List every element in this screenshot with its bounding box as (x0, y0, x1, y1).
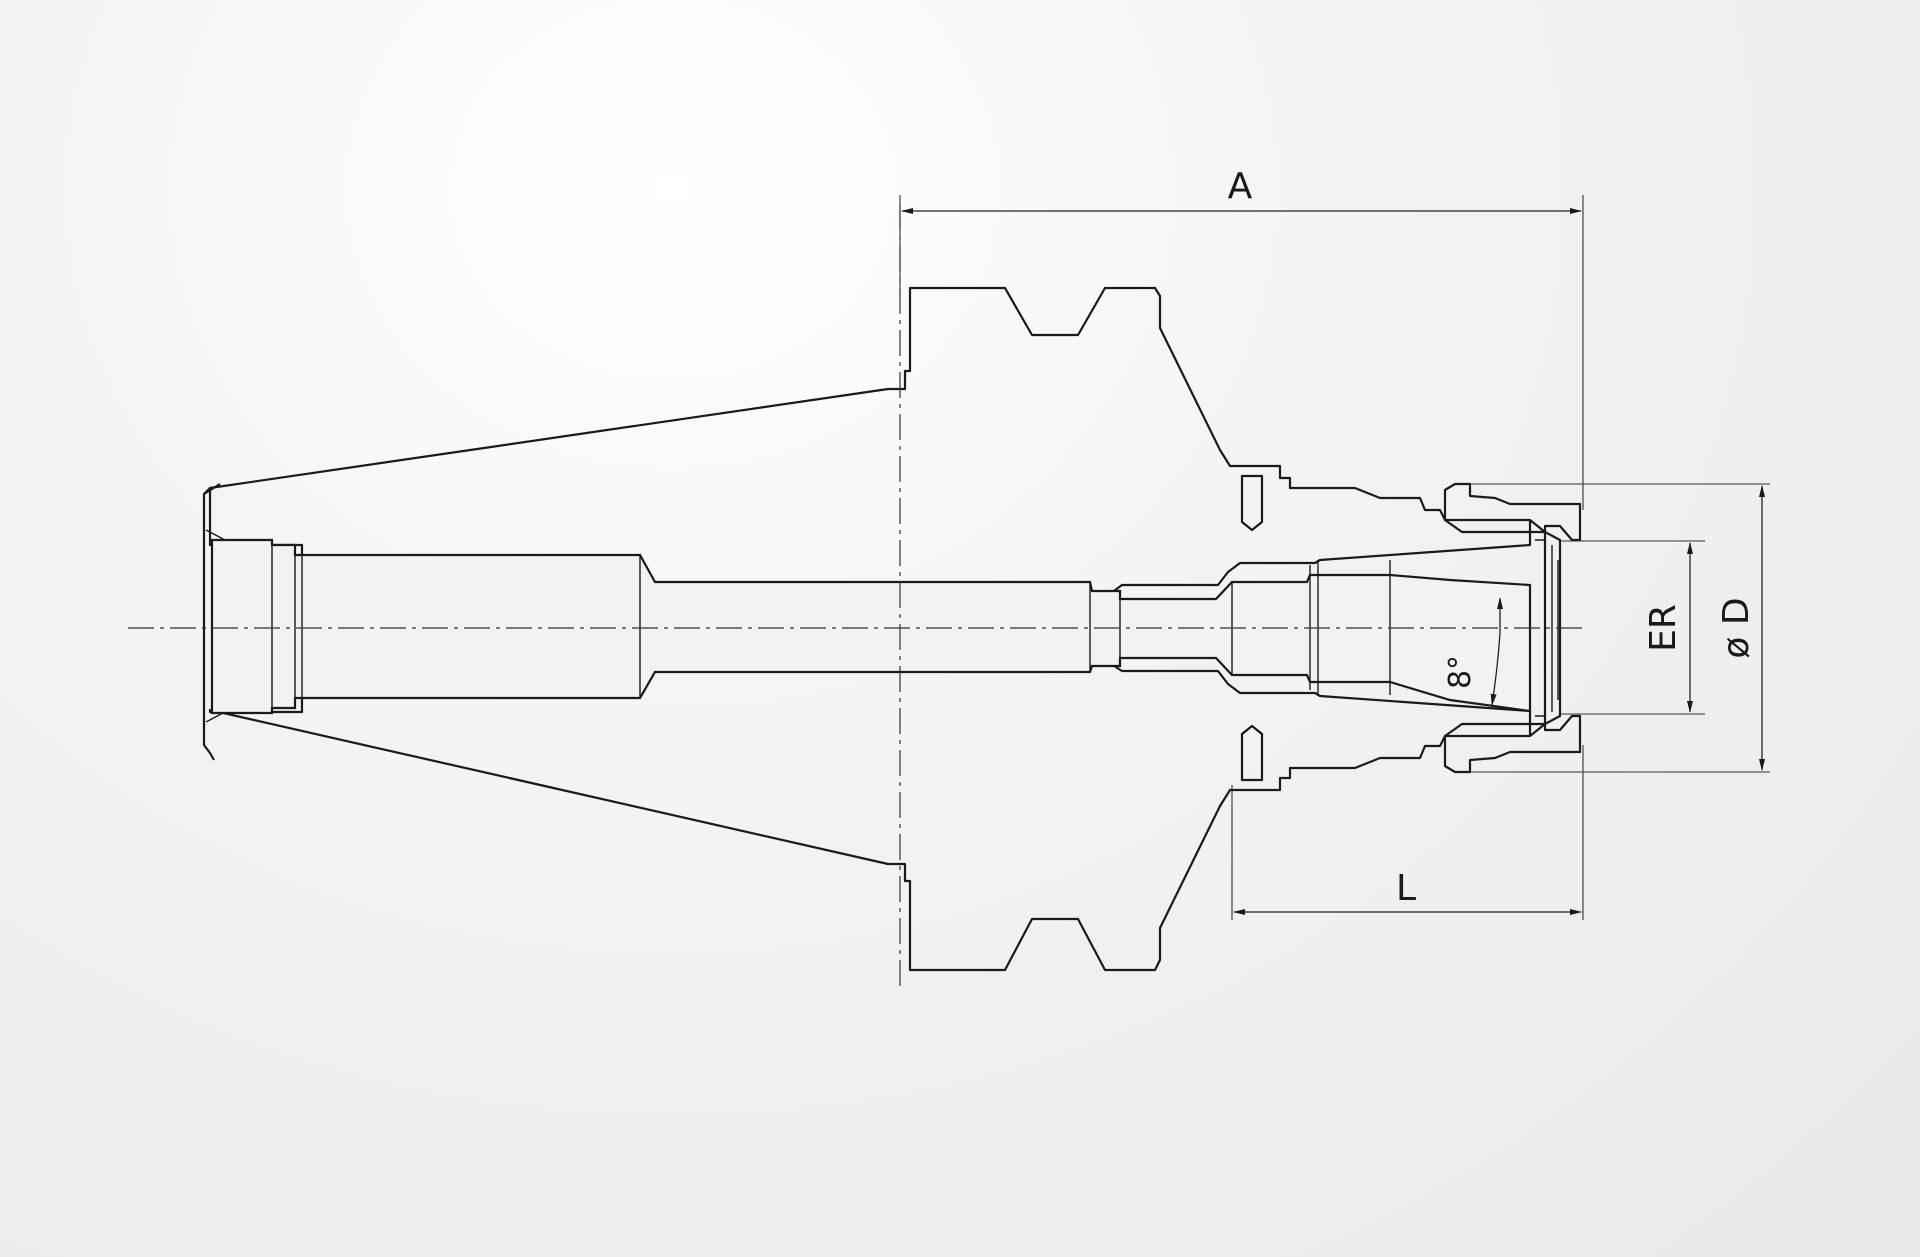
collet-nut-upper (1443, 482, 1582, 542)
cone-angle: 8° (1443, 597, 1503, 706)
dimension-er-label: ER (1643, 604, 1684, 652)
bore-cavity (210, 538, 1532, 715)
dimension-d-label: ø D (1716, 597, 1757, 658)
dimension-d: ø D (1470, 483, 1770, 773)
dimension-a-label: A (1228, 166, 1253, 207)
set-screw-bottom (1240, 724, 1264, 782)
collet-nut-lower (1443, 714, 1582, 774)
dimension-er: ER (1560, 540, 1705, 715)
dimension-l-label: L (1396, 868, 1416, 909)
bore (210, 538, 1532, 715)
holder-upper-section (208, 286, 1532, 601)
holder-lower-section (208, 657, 1532, 972)
dimension-l: L (1231, 745, 1584, 920)
taper-end (202, 483, 226, 761)
set-screw-top (1240, 474, 1264, 532)
cone-angle-label: 8° (1443, 655, 1478, 689)
center-lines (128, 204, 1582, 990)
dimension-a: A (899, 166, 1584, 510)
